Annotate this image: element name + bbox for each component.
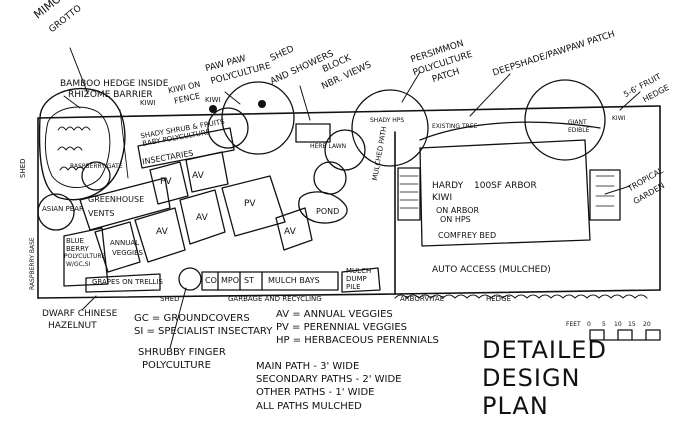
scale-unit: FEET [566, 321, 581, 328]
label-mulch-bays: MULCH BAYS [268, 276, 320, 285]
label-shady-hps: SHADY HPS [370, 117, 405, 124]
label-dwarf-hazel-2: HAZELNUT [48, 321, 97, 331]
label-vents: VENTS [88, 209, 115, 218]
scale-tick: 20 [643, 321, 651, 328]
paths-note-mulched: ALL PATHS MULCHED [256, 401, 362, 412]
label-raspberry: RASPBERRY GATE [70, 163, 123, 170]
label-kiwi-a: KIWI [140, 99, 156, 107]
label-on-arbor-1: ON ARBOR [436, 206, 480, 215]
label-blue-berry-2: BERRY [66, 245, 89, 253]
label-arborvitae: ARBORVITAE [400, 295, 445, 303]
bed-code-pv: PV [244, 199, 256, 209]
label-bamboo-hedge-1: BAMBOO HEDGE INSIDE [60, 79, 169, 89]
scale-bar [589, 329, 661, 341]
label-shrubby-2: POLYCULTURE [142, 360, 211, 371]
bed-code-av: AV [284, 227, 296, 237]
label-gorgeous-2: EDIBLE [568, 127, 590, 134]
legend-hp: HP = HERBACEOUS PERENNIALS [276, 335, 439, 346]
title-line-1: DETAILED [482, 336, 607, 364]
title-line-2: DESIGN [482, 364, 581, 392]
label-compost: CO [205, 276, 217, 285]
label-annual-veggies-2: VEGGIES [112, 249, 143, 257]
label-kiwi-b: KIWI [205, 96, 221, 104]
label-blue-berry-4: W/GC,SI [66, 261, 91, 268]
label-hardy-kiwi-2: KIWI [432, 193, 453, 203]
label-kiwi-c: KIWI [612, 115, 626, 122]
tree-marker [258, 100, 266, 108]
label-gorgeous-1: GIANT [568, 119, 587, 126]
label-annual-veggies-1: ANNUAL [110, 239, 140, 247]
label-pond: POND [316, 207, 340, 216]
scale-tick: 0 [587, 321, 591, 328]
tree-marker [209, 105, 217, 113]
bed-code-av: AV [196, 213, 208, 223]
label-herb-lawn: HERB LAWN [310, 143, 347, 150]
paths-note-other: OTHER PATHS - 1' WIDE [256, 387, 375, 398]
label-mulch-dump-2: DUMP [346, 275, 367, 283]
leader-lines [63, 47, 641, 349]
legend-pv: PV = PERENNIAL VEGGIES [276, 322, 407, 333]
label-hedge: HEDGE [486, 295, 511, 303]
legend-av: AV = ANNUAL VEGGIES [276, 309, 393, 320]
property-boundary [37, 105, 661, 299]
bed-code-av: AV [192, 171, 204, 181]
label-asian-pear: ASIAN PEAR [42, 205, 84, 213]
scale-tick: 5 [602, 321, 606, 328]
label-greenhouse: GREENHOUSE [88, 195, 145, 204]
label-mulch-dump-1: MULCH [346, 267, 372, 275]
legend-si: SI = SPECIALIST INSECTARY [134, 326, 273, 337]
label-mulch-dump-3: PILE [346, 283, 361, 291]
label-auto-access: AUTO ACCESS (MULCHED) [432, 265, 551, 275]
scale-tick: 10 [614, 321, 622, 328]
utility-bays [201, 267, 381, 293]
title-line-3: PLAN [482, 392, 549, 420]
label-shed-vertical: SHED [19, 158, 27, 178]
label-arbor: 100SF ARBOR [474, 181, 537, 191]
label-blue-berry-1: BLUE [66, 237, 84, 245]
hedge-line [394, 294, 648, 299]
label-hardy-kiwi-1: HARDY [432, 181, 464, 191]
label-grapes: GRAPES ON TRELLIS [92, 278, 163, 286]
label-raspberry-vertical: RASPBERRY BASE [29, 237, 36, 290]
label-shed-small: SHED [160, 295, 180, 303]
label-on-arbor-2: ON HPS [440, 215, 471, 224]
label-dwarf-hazel-1: DWARF CHINESE [42, 309, 118, 319]
arbor-structure [397, 121, 621, 247]
label-comfrey: COMFREY BED [438, 231, 497, 240]
bamboo-grotto [38, 87, 126, 201]
label-shrubby-1: SHRUBBY FINGER [138, 347, 226, 358]
label-bamboo-hedge-2: RHIZOME BARRIER [68, 90, 153, 100]
label-st: ST [244, 276, 254, 285]
label-blue-berry-3: POLYCULTURE [64, 253, 106, 260]
label-mpo: MPO [221, 276, 240, 285]
paths-note-secondary: SECONDARY PATHS - 2' WIDE [256, 374, 402, 385]
label-garbage: GARBAGE AND RECYCLING [228, 295, 322, 303]
bed-code-av: AV [156, 227, 168, 237]
bed-code-pv: PV [160, 177, 172, 187]
legend-gc: GC = GROUNDCOVERS [134, 313, 250, 324]
paths-note-main: MAIN PATH - 3' WIDE [256, 361, 360, 372]
scale-tick: 15 [628, 321, 636, 328]
garden-beds [63, 109, 348, 293]
label-existing-tree: EXISTING TREE [432, 123, 478, 130]
